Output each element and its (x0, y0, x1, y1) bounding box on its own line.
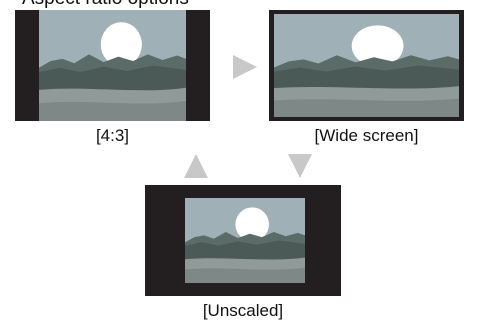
arrow-up-icon (184, 154, 208, 178)
picture-4-3 (39, 10, 186, 121)
label-unscaled: [Unscaled] (202, 301, 284, 320)
landscape-image (185, 198, 305, 283)
arrow-down-icon (288, 154, 312, 178)
arrow-right-icon (233, 55, 257, 79)
landscape-image (39, 10, 186, 121)
screen-4-3 (15, 10, 210, 121)
label-wide-screen: [Wide screen] (314, 126, 419, 145)
landscape-image (274, 14, 459, 117)
screen-wide (269, 10, 464, 121)
picture-wide (274, 14, 459, 117)
label-4-3: [4:3] (95, 126, 130, 145)
screen-unscaled (145, 185, 341, 296)
top-caption: Aspect ratio options (22, 0, 189, 10)
picture-unscaled (185, 198, 305, 283)
